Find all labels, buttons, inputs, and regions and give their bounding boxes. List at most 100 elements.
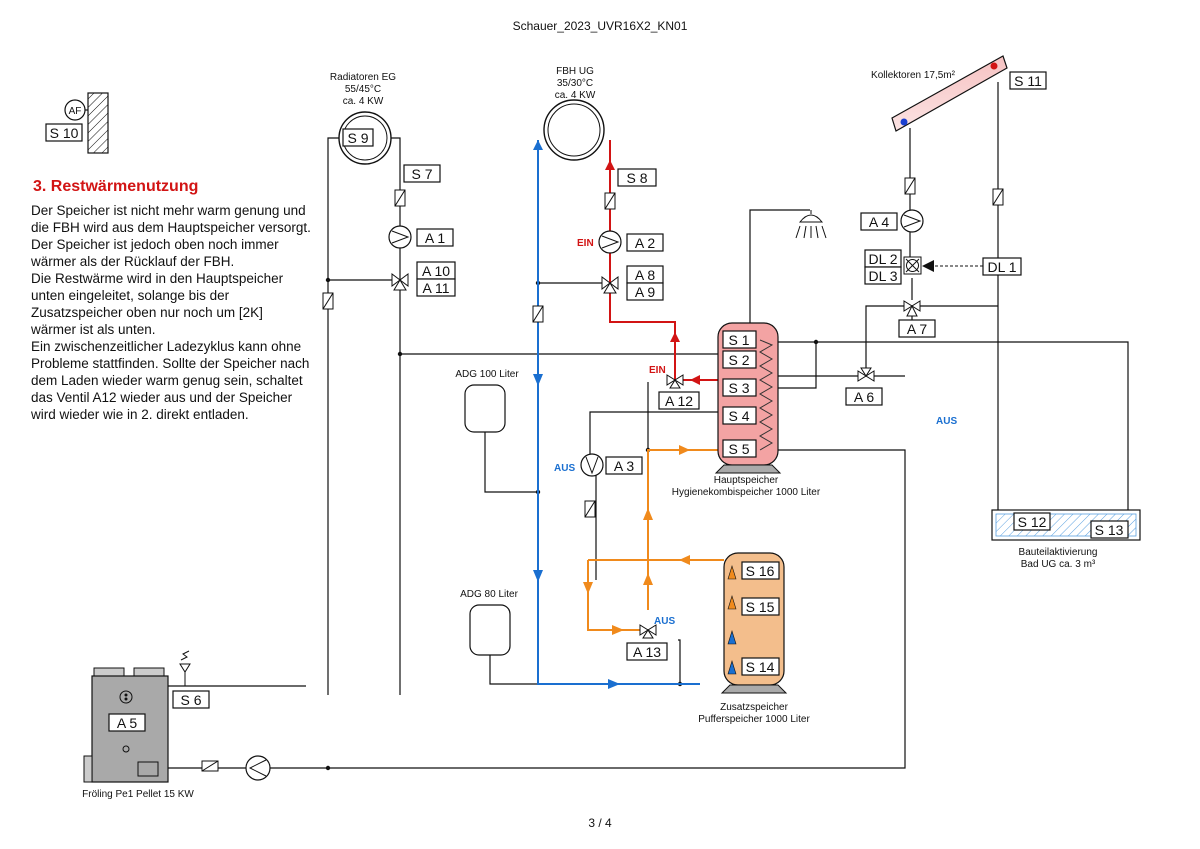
shower-icon [795, 210, 827, 239]
svg-text:A 10: A 10 [422, 263, 450, 279]
valve-tag-a11 [416, 278, 456, 297]
boiler-label: Fröling Pe1 Pellet 15 KW [82, 789, 194, 800]
main-tank-label: Hauptspeicher [714, 475, 779, 486]
description-line: wird wieder wie in 2. direkt entladen. [30, 407, 249, 422]
svg-text:S 5: S 5 [728, 441, 749, 457]
svg-text:A 6: A 6 [854, 389, 874, 405]
sensor-tag-s13 [1090, 520, 1129, 539]
outdoor-sensor: AF S 10 [45, 92, 109, 154]
pump-tag-a1 [416, 228, 454, 247]
description-line: Der Speicher ist nicht mehr warm genung … [31, 203, 306, 218]
switch-valve-icon-a12 [666, 374, 684, 389]
fbh-label-line: FBH UG [556, 66, 594, 77]
svg-text:A 3: A 3 [614, 458, 634, 474]
flowmeter-icon [992, 188, 1004, 206]
expansion-vessel-100: ADG 100 Liter [455, 369, 519, 433]
floor-heating-icon [543, 99, 605, 161]
svg-text:S 11: S 11 [1014, 73, 1042, 89]
svg-text:DL 3: DL 3 [868, 268, 897, 284]
sensor-tag-s11 [1009, 71, 1047, 90]
svg-text:ADG 80 Liter: ADG 80 Liter [460, 589, 518, 600]
svg-text:A 2: A 2 [635, 235, 655, 251]
document-title: Schauer_2023_UVR16X2_KN01 [513, 19, 688, 33]
radiator-label-line: ca. 4 KW [343, 96, 384, 107]
svg-text:A 9: A 9 [635, 284, 655, 300]
description-line: Probleme stattfinden. Sollte der Speiche… [31, 356, 309, 371]
section-description: Der Speicher ist nicht mehr warm genung … [30, 203, 311, 422]
page-number: 3 / 4 [588, 816, 612, 830]
solar-collector-icon [891, 55, 1008, 132]
heat-meter-tag-dl3 [864, 266, 902, 285]
floor-heating-circuit: FBH UG 35/30°C ca. 4 KW [543, 66, 605, 161]
valve-tag-a13 [626, 642, 668, 661]
main-tank-label: Hygienekombispeicher 1000 Liter [672, 487, 821, 498]
status-labels: EIN EIN AUS AUS AUS [554, 238, 957, 627]
svg-text:ADG 100 Liter: ADG 100 Liter [455, 369, 519, 380]
description-line: Die Restwärme wird in den Hauptspeicher [31, 271, 284, 286]
buffer-storage-tank: S 16 S 15 S 14 Zusatzspeicher Pufferspei… [698, 552, 810, 725]
svg-text:S 6: S 6 [180, 692, 201, 708]
pump-icon-a1 [388, 225, 412, 249]
slab-label: Bauteilaktivierung [1019, 547, 1098, 558]
description-line: das Ventil A12 wieder aus und der Speich… [31, 390, 293, 405]
radiator-circuit: Radiatoren EG 55/45°C ca. 4 KW S 9 [330, 72, 396, 165]
expansion-vessel-icon [469, 604, 511, 656]
sensor-tag-s9 [342, 128, 374, 147]
pump-icon-a4 [900, 209, 924, 233]
svg-text:DL 1: DL 1 [987, 259, 1016, 275]
sensor-tag-s15 [741, 597, 780, 616]
description-line: wärmer ist als unten. [30, 322, 156, 337]
svg-text:A 7: A 7 [907, 321, 927, 337]
svg-text:A 5: A 5 [117, 715, 137, 731]
svg-text:S 4: S 4 [728, 408, 749, 424]
svg-text:A 4: A 4 [869, 214, 889, 230]
valve-tag-a12 [658, 391, 700, 410]
sensor-tag-s16 [741, 561, 780, 580]
svg-text:S 13: S 13 [1095, 522, 1124, 538]
cold-sensor-dot [900, 118, 908, 126]
status-a2: EIN [577, 238, 594, 249]
pipe-network [168, 82, 1129, 771]
valves [391, 273, 921, 639]
mixing-valve-icon-a8 [601, 276, 619, 294]
sensor-tag-s4 [722, 406, 757, 425]
flowmeter-icon [532, 305, 544, 323]
expansion-vessel-80: ADG 80 Liter [460, 589, 519, 656]
sensor-tag-s10 [45, 123, 83, 142]
flowmeter-icon [322, 292, 334, 310]
component-tags: S 7 A 1 A 10 A 11 S 8 A 2 A 8 A 9 A 4 DL… [172, 164, 1022, 709]
expansion-vessel-icon [464, 384, 506, 433]
sensor-tag-s14 [741, 657, 780, 676]
hot-sensor-dot [990, 62, 998, 70]
flow-meters [201, 177, 1004, 772]
svg-text:A 13: A 13 [633, 644, 661, 660]
flow-orange [583, 445, 724, 635]
svg-text:S 3: S 3 [728, 380, 749, 396]
sensor-tag-s2 [722, 350, 757, 369]
svg-text:A 12: A 12 [665, 393, 693, 409]
section-heading: 3. Restwärmenutzung [33, 178, 198, 195]
flowmeter-icon [201, 760, 219, 772]
tank-base [720, 684, 788, 694]
svg-text:S 10: S 10 [50, 125, 79, 141]
flow-red [605, 140, 718, 385]
sensor-tag-s12 [1013, 512, 1051, 531]
valve-tag-a9 [626, 282, 664, 301]
flow-blue [533, 140, 700, 689]
svg-text:A 8: A 8 [635, 267, 655, 283]
description-line: Der Speicher ist jedoch oben noch immer [31, 237, 279, 252]
svg-text:S 14: S 14 [746, 659, 775, 675]
svg-text:A 11: A 11 [423, 280, 450, 296]
flowmeter-icon [904, 177, 916, 195]
svg-text:S 16: S 16 [746, 563, 775, 579]
slab-label: Bad UG ca. 3 m³ [1021, 559, 1096, 570]
status-a3: AUS [554, 463, 575, 474]
heat-meter [903, 256, 983, 275]
sensor-tag-s1 [722, 330, 757, 349]
slab-activation: S 12 S 13 Bauteilaktivierung Bad UG ca. … [991, 509, 1141, 570]
solar-collector: Kollektoren 17,5m² S 11 [871, 55, 1047, 132]
switch-valve-icon-a6 [857, 367, 875, 382]
flowmeter-icon [584, 500, 596, 518]
pump-icon-boiler [245, 755, 271, 781]
svg-text:S 12: S 12 [1018, 514, 1047, 530]
